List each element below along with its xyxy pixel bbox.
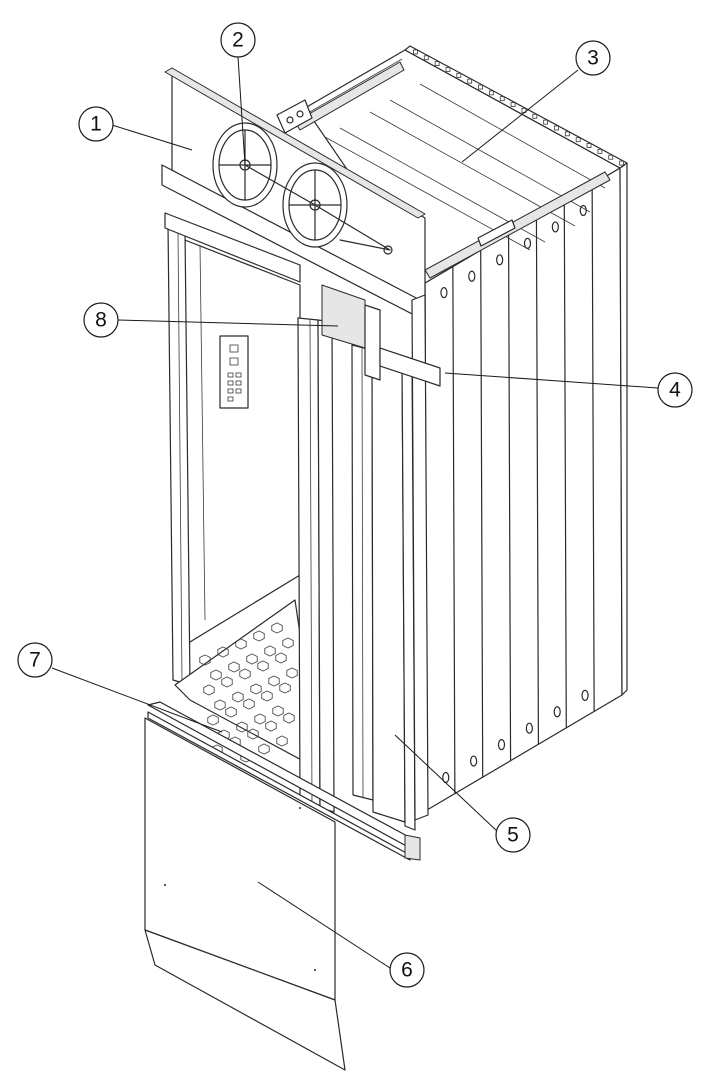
wall-panel-seam — [563, 200, 567, 729]
callout-5: 5 — [495, 817, 531, 853]
door-sill — [147, 701, 421, 861]
svg-text:5: 5 — [507, 824, 519, 847]
svg-text:8: 8 — [95, 309, 107, 332]
svg-text:3: 3 — [587, 47, 599, 70]
svg-text:2: 2 — [232, 29, 244, 52]
cabin-floor — [174, 599, 321, 771]
car-operating-panel — [219, 335, 249, 409]
svg-text:4: 4 — [669, 379, 681, 402]
wall-panel-seam — [452, 265, 456, 795]
callout-2: 2 — [220, 22, 256, 58]
car-door-panels — [297, 284, 441, 831]
callouts: 1 2 3 4 5 6 7 8 — [17, 22, 693, 988]
cabin-side-wall — [424, 162, 628, 811]
callout-6: 6 — [389, 952, 425, 988]
door-operator — [161, 67, 426, 319]
cabin-interior-wall — [167, 224, 301, 686]
svg-text:1: 1 — [90, 113, 102, 136]
wall-panel-seam — [591, 183, 595, 713]
door-arm — [379, 347, 441, 387]
wall-panel-seam — [535, 216, 540, 745]
wall-panel-seam — [507, 233, 512, 762]
svg-text:6: 6 — [401, 959, 413, 982]
wall-panel-seam — [480, 249, 484, 778]
callout-8: 8 — [83, 302, 119, 338]
svg-text:7: 7 — [29, 649, 41, 672]
callout-3: 3 — [575, 40, 611, 76]
callout-7: 7 — [17, 642, 53, 678]
toe-guard — [144, 717, 346, 1071]
callout-1: 1 — [78, 106, 114, 142]
callout-4: 4 — [657, 372, 693, 408]
